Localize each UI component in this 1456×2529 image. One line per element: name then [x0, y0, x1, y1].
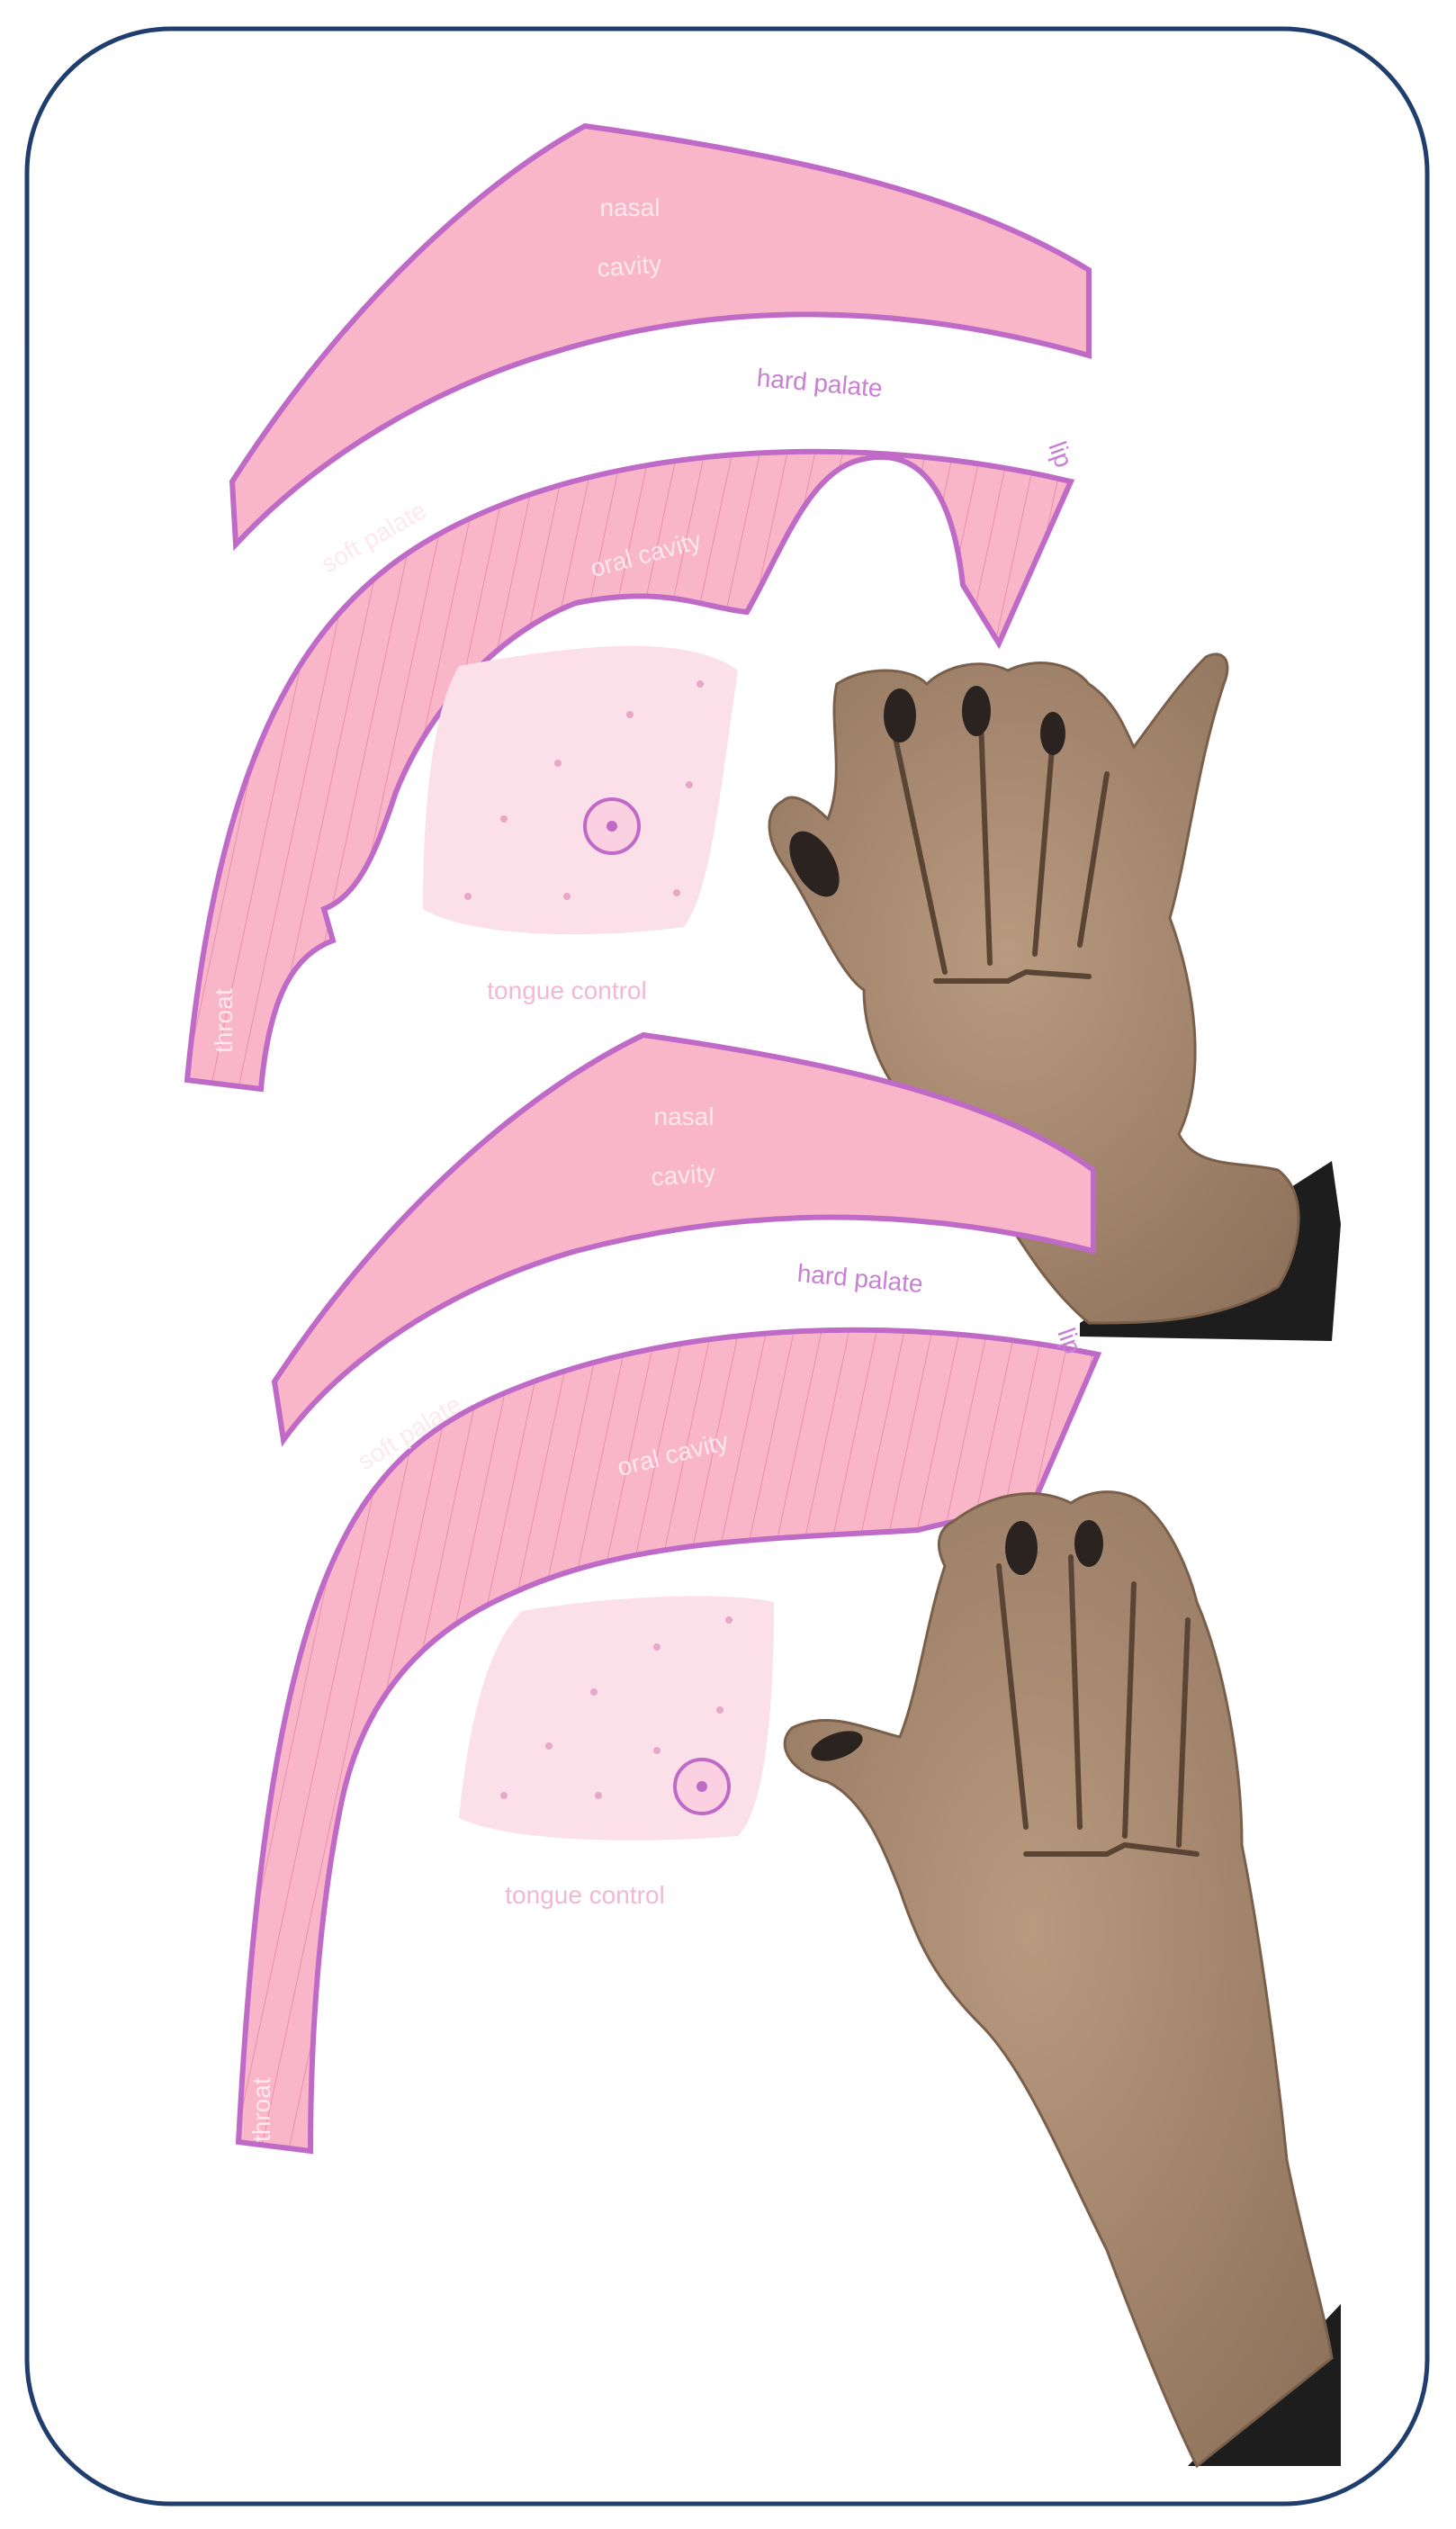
tongue-control-pad-2 [459, 1596, 774, 1840]
glove-hand-2 [785, 1492, 1341, 2466]
label-throat: throat [210, 988, 238, 1053]
label-cavity: cavity [597, 250, 663, 283]
label-cavity-2: cavity [651, 1159, 717, 1192]
label-lip: lip [1043, 437, 1078, 471]
label-hard-palate: hard palate [756, 364, 884, 402]
tongue-control-pad [423, 646, 738, 934]
glove-body-2 [785, 1492, 1332, 2466]
label-tongue-control: tongue control [487, 976, 646, 1004]
label-nasal-2: nasal [654, 1102, 715, 1130]
label-throat-2: throat [247, 2077, 275, 2142]
label-nasal: nasal [600, 194, 661, 221]
label-tongue-control-2: tongue control [505, 1881, 664, 1909]
label-hard-palate-2: hard palate [796, 1259, 924, 1298]
